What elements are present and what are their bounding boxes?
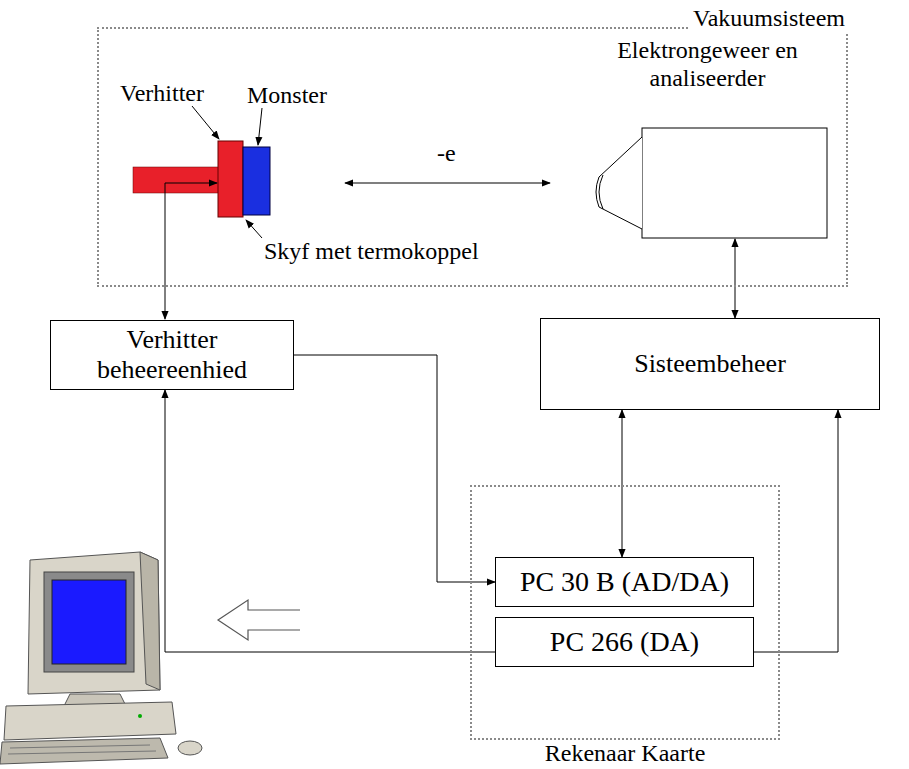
part-label: -e (435, 140, 458, 166)
card-box: PC 30 B (AD/DA) (495, 557, 754, 607)
system-control-box: Sisteembeheer (540, 318, 880, 410)
heater-control-box: Verhitter beheereenhied (50, 320, 294, 390)
electron-arrow (345, 182, 550, 183)
connector (294, 355, 495, 582)
electron-gun-analyser: Elektrongeweer en analiseerder (585, 37, 830, 239)
box-label: Sisteembeheer (628, 349, 792, 379)
box-label: Verhitter beheereenhied (51, 325, 293, 385)
region-label: Rekenaar Kaarte (472, 740, 778, 768)
box-label: PC 266 (DA) (544, 626, 705, 658)
connector (165, 390, 495, 652)
region-label: Vakuumsisteem (690, 5, 848, 33)
computer-cards-region: Rekenaar KaartePC 30 B (AD/DA)PC 266 (DA… (470, 485, 780, 740)
part-label: Verhitter (118, 80, 206, 106)
leader-line (192, 106, 219, 139)
part-label: Monster (245, 82, 329, 108)
thermocouple-disc (218, 141, 243, 217)
thermocouple-wire (165, 183, 217, 319)
card-box: PC 266 (DA) (495, 617, 754, 667)
hollow-arrow (218, 600, 300, 640)
box-label: PC 30 B (AD/DA) (514, 566, 735, 598)
connector (754, 410, 838, 652)
connector (622, 410, 623, 557)
region-label: Elektrongeweer en analiseerder (585, 37, 830, 92)
computer-icon (0, 552, 202, 764)
sample (243, 147, 270, 215)
heater-rod (133, 167, 219, 193)
leader-line (246, 220, 262, 238)
part-label: Skyf met termokoppel (262, 238, 481, 264)
leader-line (258, 108, 262, 145)
connector (735, 239, 736, 318)
